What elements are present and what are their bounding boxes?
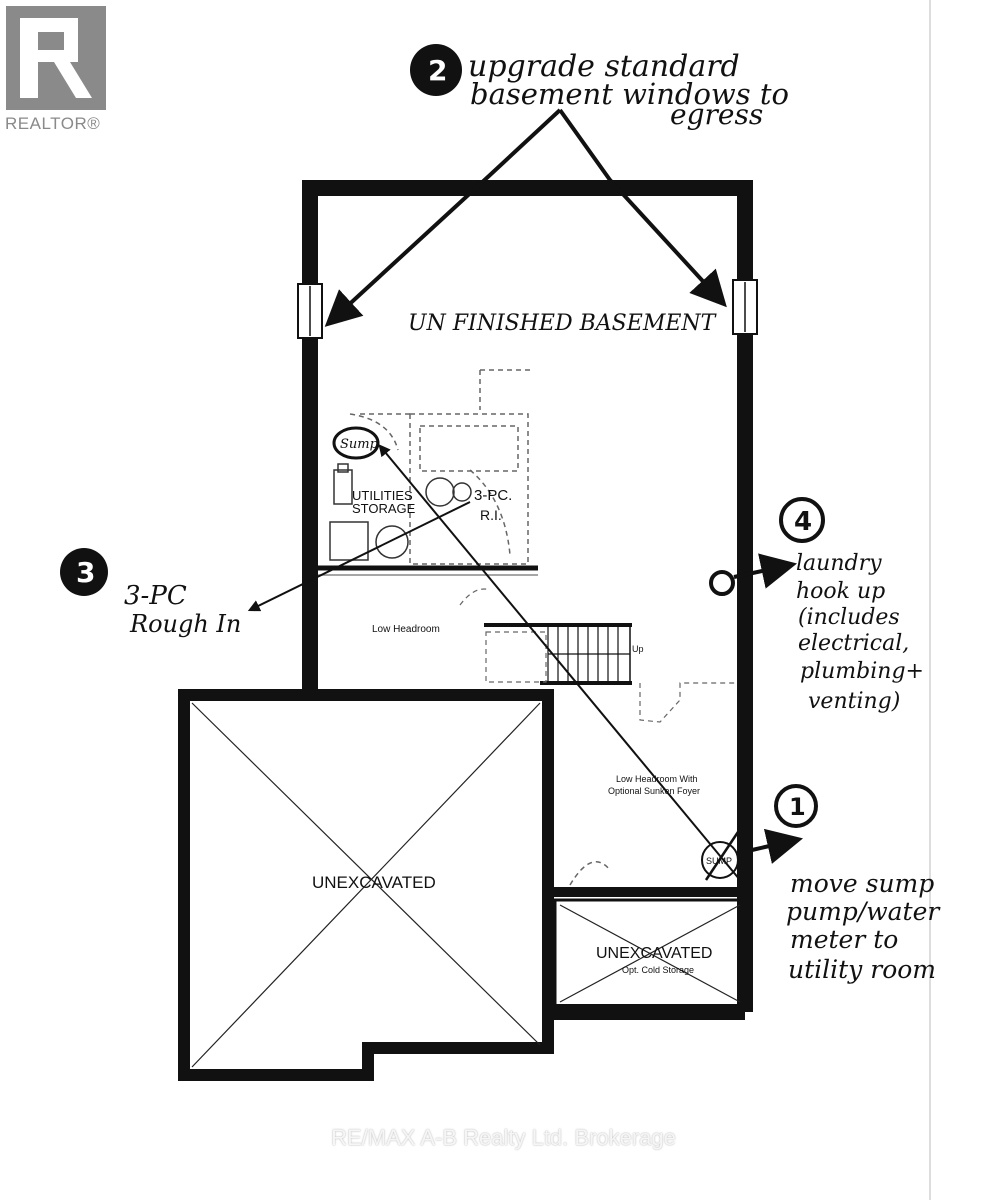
sump-crossed-icon xyxy=(701,831,740,881)
note-1-line2: pump/water xyxy=(786,897,941,926)
note-1-line3: meter to xyxy=(790,925,898,954)
note-1-number: 1 xyxy=(789,793,806,821)
note-2: 2 upgrade standard basement windows to e… xyxy=(410,44,789,131)
note-1-line4: utility room xyxy=(788,955,936,984)
utility-fixtures xyxy=(329,463,472,561)
unexcavated-small-label: UNEXCAVATED xyxy=(596,945,712,962)
note-4-line4: electrical, xyxy=(798,631,909,656)
note-4-line6: venting) xyxy=(808,689,900,714)
note-2-line2: basement windows to xyxy=(470,77,789,111)
note-2-line3: egress xyxy=(670,98,763,131)
note-4-line5: plumbing+ xyxy=(800,659,924,684)
sunken-foyer-label: Optional Sunken Foyer xyxy=(608,786,700,796)
note-4-number: 4 xyxy=(794,507,812,537)
rough-in-area xyxy=(349,369,530,565)
unexcavated-small-area xyxy=(553,898,747,1008)
room-storage-label: STORAGE xyxy=(352,501,416,516)
room-utilities-label: UTILITIES xyxy=(352,488,413,503)
unexcavated-large-area xyxy=(178,689,554,1081)
note-4-line3: (includes xyxy=(798,605,900,630)
rough-in-label: 3-PC. xyxy=(474,487,512,504)
note-1: 1 move sump pump/water meter to utility … xyxy=(774,784,941,984)
room-main-label: UN FINISHED BASEMENT xyxy=(408,311,718,336)
note-4: 4 laundry hook up (includes electrical, … xyxy=(779,497,924,714)
brokerage-watermark: RE/MAX A-B Realty Ltd. Brokerage xyxy=(331,1125,676,1150)
note-3-line2: Rough In xyxy=(129,610,241,638)
note-2-line1: upgrade standard xyxy=(468,49,740,84)
note-1-line1: move sump xyxy=(790,869,934,898)
unexcavated-large-label: UNEXCAVATED xyxy=(312,873,436,892)
note-4-line1: laundry xyxy=(796,551,882,576)
note-4-line2: hook up xyxy=(796,579,885,604)
rough-in-ri-label: R.I. xyxy=(480,507,502,523)
stair-up-label: Up xyxy=(632,644,644,654)
realtor-logo-text: REALTOR® xyxy=(5,114,101,133)
note-3-number: 3 xyxy=(76,556,95,589)
annotation-arrows xyxy=(247,108,804,881)
sump-label: SUMP xyxy=(706,856,732,866)
stairs xyxy=(459,588,735,723)
sump-circle-label: Sump xyxy=(340,437,379,452)
realtor-logo-icon xyxy=(6,6,106,110)
note-3-line1: 3-PC xyxy=(124,581,187,611)
note-2-number: 2 xyxy=(428,54,447,87)
window-right-icon xyxy=(732,279,758,335)
note-3: 3 3-PC Rough In xyxy=(60,548,241,638)
sump-marker xyxy=(332,426,380,460)
cold-storage-label: Opt. Cold Storage xyxy=(622,965,694,975)
window-left-icon xyxy=(297,283,323,339)
low-headroom-label: Low Headroom xyxy=(372,624,440,635)
